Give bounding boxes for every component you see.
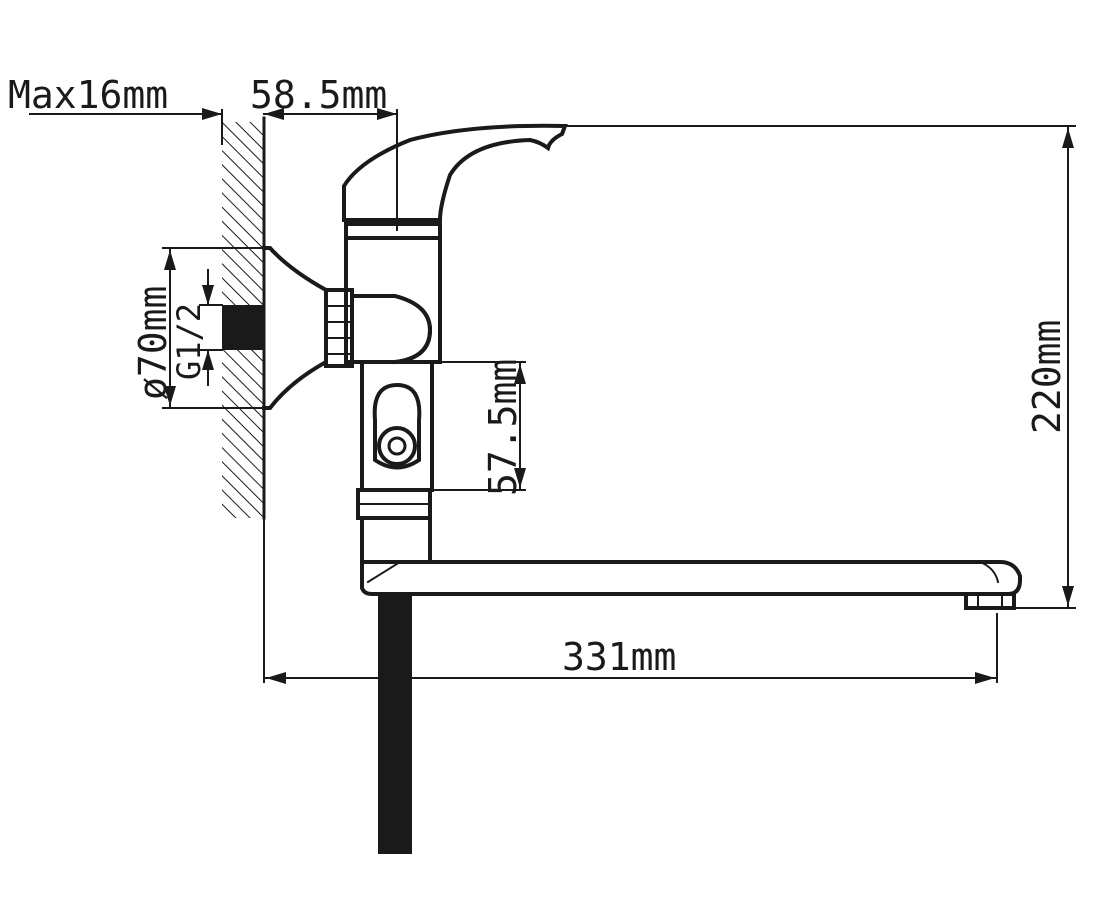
dim-top — [29, 108, 398, 231]
aerator — [964, 592, 1016, 610]
label-thread: G1/2 — [170, 303, 208, 380]
dim-flange-diameter — [162, 247, 265, 409]
dim-spacing — [431, 361, 526, 491]
dim-reach — [263, 517, 998, 684]
mixer-body — [344, 222, 442, 365]
dim-thread — [199, 269, 223, 386]
dim-height — [564, 125, 1076, 609]
label-spout-reach: 331mm — [562, 635, 676, 679]
shower-hose — [378, 594, 412, 854]
wall-flange — [262, 246, 328, 410]
label-flange-diameter: ø70mm — [131, 286, 175, 400]
inlet-pipe — [222, 305, 264, 350]
label-spacing: 57.5mm — [481, 359, 525, 496]
label-max-thickness: Max16mm — [8, 73, 168, 117]
hex-nut — [324, 288, 354, 368]
label-height: 220mm — [1025, 320, 1069, 434]
handle-lever — [342, 123, 568, 222]
label-handle-offset: 58.5mm — [250, 73, 387, 117]
diverter-knob — [372, 382, 422, 470]
spout — [360, 560, 1022, 596]
